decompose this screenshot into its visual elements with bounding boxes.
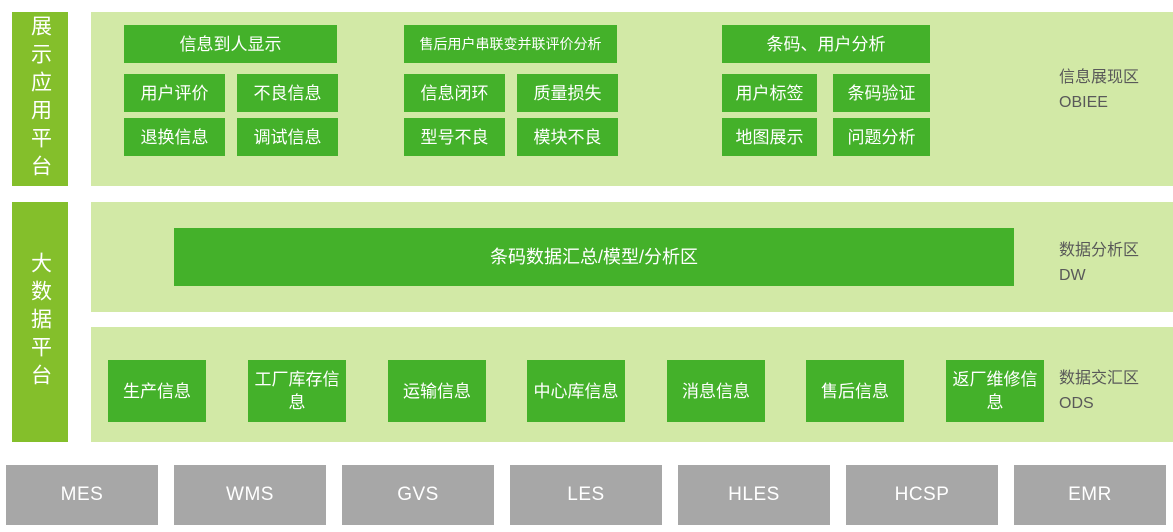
item-user-evaluation[interactable]: 用户评价 [124,74,225,112]
platform-bar-display-application-label: 展示应用平台 [28,15,52,183]
ods-item-factory-inventory-information[interactable]: 工厂库存信息 [248,360,346,422]
region-caption-obiee-cn: 信息展现区 [1059,69,1140,86]
ods-item-central-warehouse-information[interactable]: 中心库信息 [527,360,625,422]
group-header-user-display[interactable]: 信息到人显示 [124,25,337,63]
source-system-les[interactable]: LES [510,465,662,525]
platform-bar-big-data-label: 大数据平台 [28,252,52,392]
item-debug-information[interactable]: 调试信息 [237,118,338,156]
region-caption-obiee: 信息展现区 OBIEE [1059,65,1139,115]
platform-bar-display-application: 展示应用平台 [12,12,68,186]
item-return-exchange-information[interactable]: 退换信息 [124,118,225,156]
item-user-tag[interactable]: 用户标签 [722,74,817,112]
item-defect-information[interactable]: 不良信息 [237,74,338,112]
ods-item-transport-information[interactable]: 运输信息 [388,360,486,422]
source-system-hcsp[interactable]: HCSP [846,465,998,525]
source-system-wms[interactable]: WMS [174,465,326,525]
source-system-hles[interactable]: HLES [678,465,830,525]
item-information-closed-loop[interactable]: 信息闭环 [404,74,505,112]
region-caption-obiee-en: OBIEE [1059,94,1108,111]
source-system-mes[interactable]: MES [6,465,158,525]
group-header-aftersales-analysis[interactable]: 售后用户串联变并联评价分析 [404,25,617,63]
item-barcode-verification[interactable]: 条码验证 [833,74,930,112]
region-caption-ods-cn: 数据交汇区 [1059,370,1140,387]
item-problem-analysis[interactable]: 问题分析 [833,118,930,156]
ods-item-factory-repair-information[interactable]: 返厂维修信息 [946,360,1044,422]
item-map-display[interactable]: 地图展示 [722,118,817,156]
region-caption-ods: 数据交汇区 ODS [1059,366,1139,416]
region-caption-ods-en: ODS [1059,395,1094,412]
region-caption-dw: 数据分析区 DW [1059,238,1139,288]
ods-item-message-information[interactable]: 消息信息 [667,360,765,422]
platform-bar-big-data: 大数据平台 [12,202,68,442]
region-caption-dw-cn: 数据分析区 [1059,242,1140,259]
group-header-barcode-user-analysis[interactable]: 条码、用户分析 [722,25,930,63]
ods-item-production-information[interactable]: 生产信息 [108,360,206,422]
ods-item-aftersales-information[interactable]: 售后信息 [806,360,904,422]
item-module-defect[interactable]: 模块不良 [517,118,618,156]
source-system-emr[interactable]: EMR [1014,465,1166,525]
item-quality-loss[interactable]: 质量损失 [517,74,618,112]
item-model-defect[interactable]: 型号不良 [404,118,505,156]
region-caption-dw-en: DW [1059,267,1086,284]
source-system-gvs[interactable]: GVS [342,465,494,525]
dw-summary-bar[interactable]: 条码数据汇总/模型/分析区 [174,228,1014,286]
